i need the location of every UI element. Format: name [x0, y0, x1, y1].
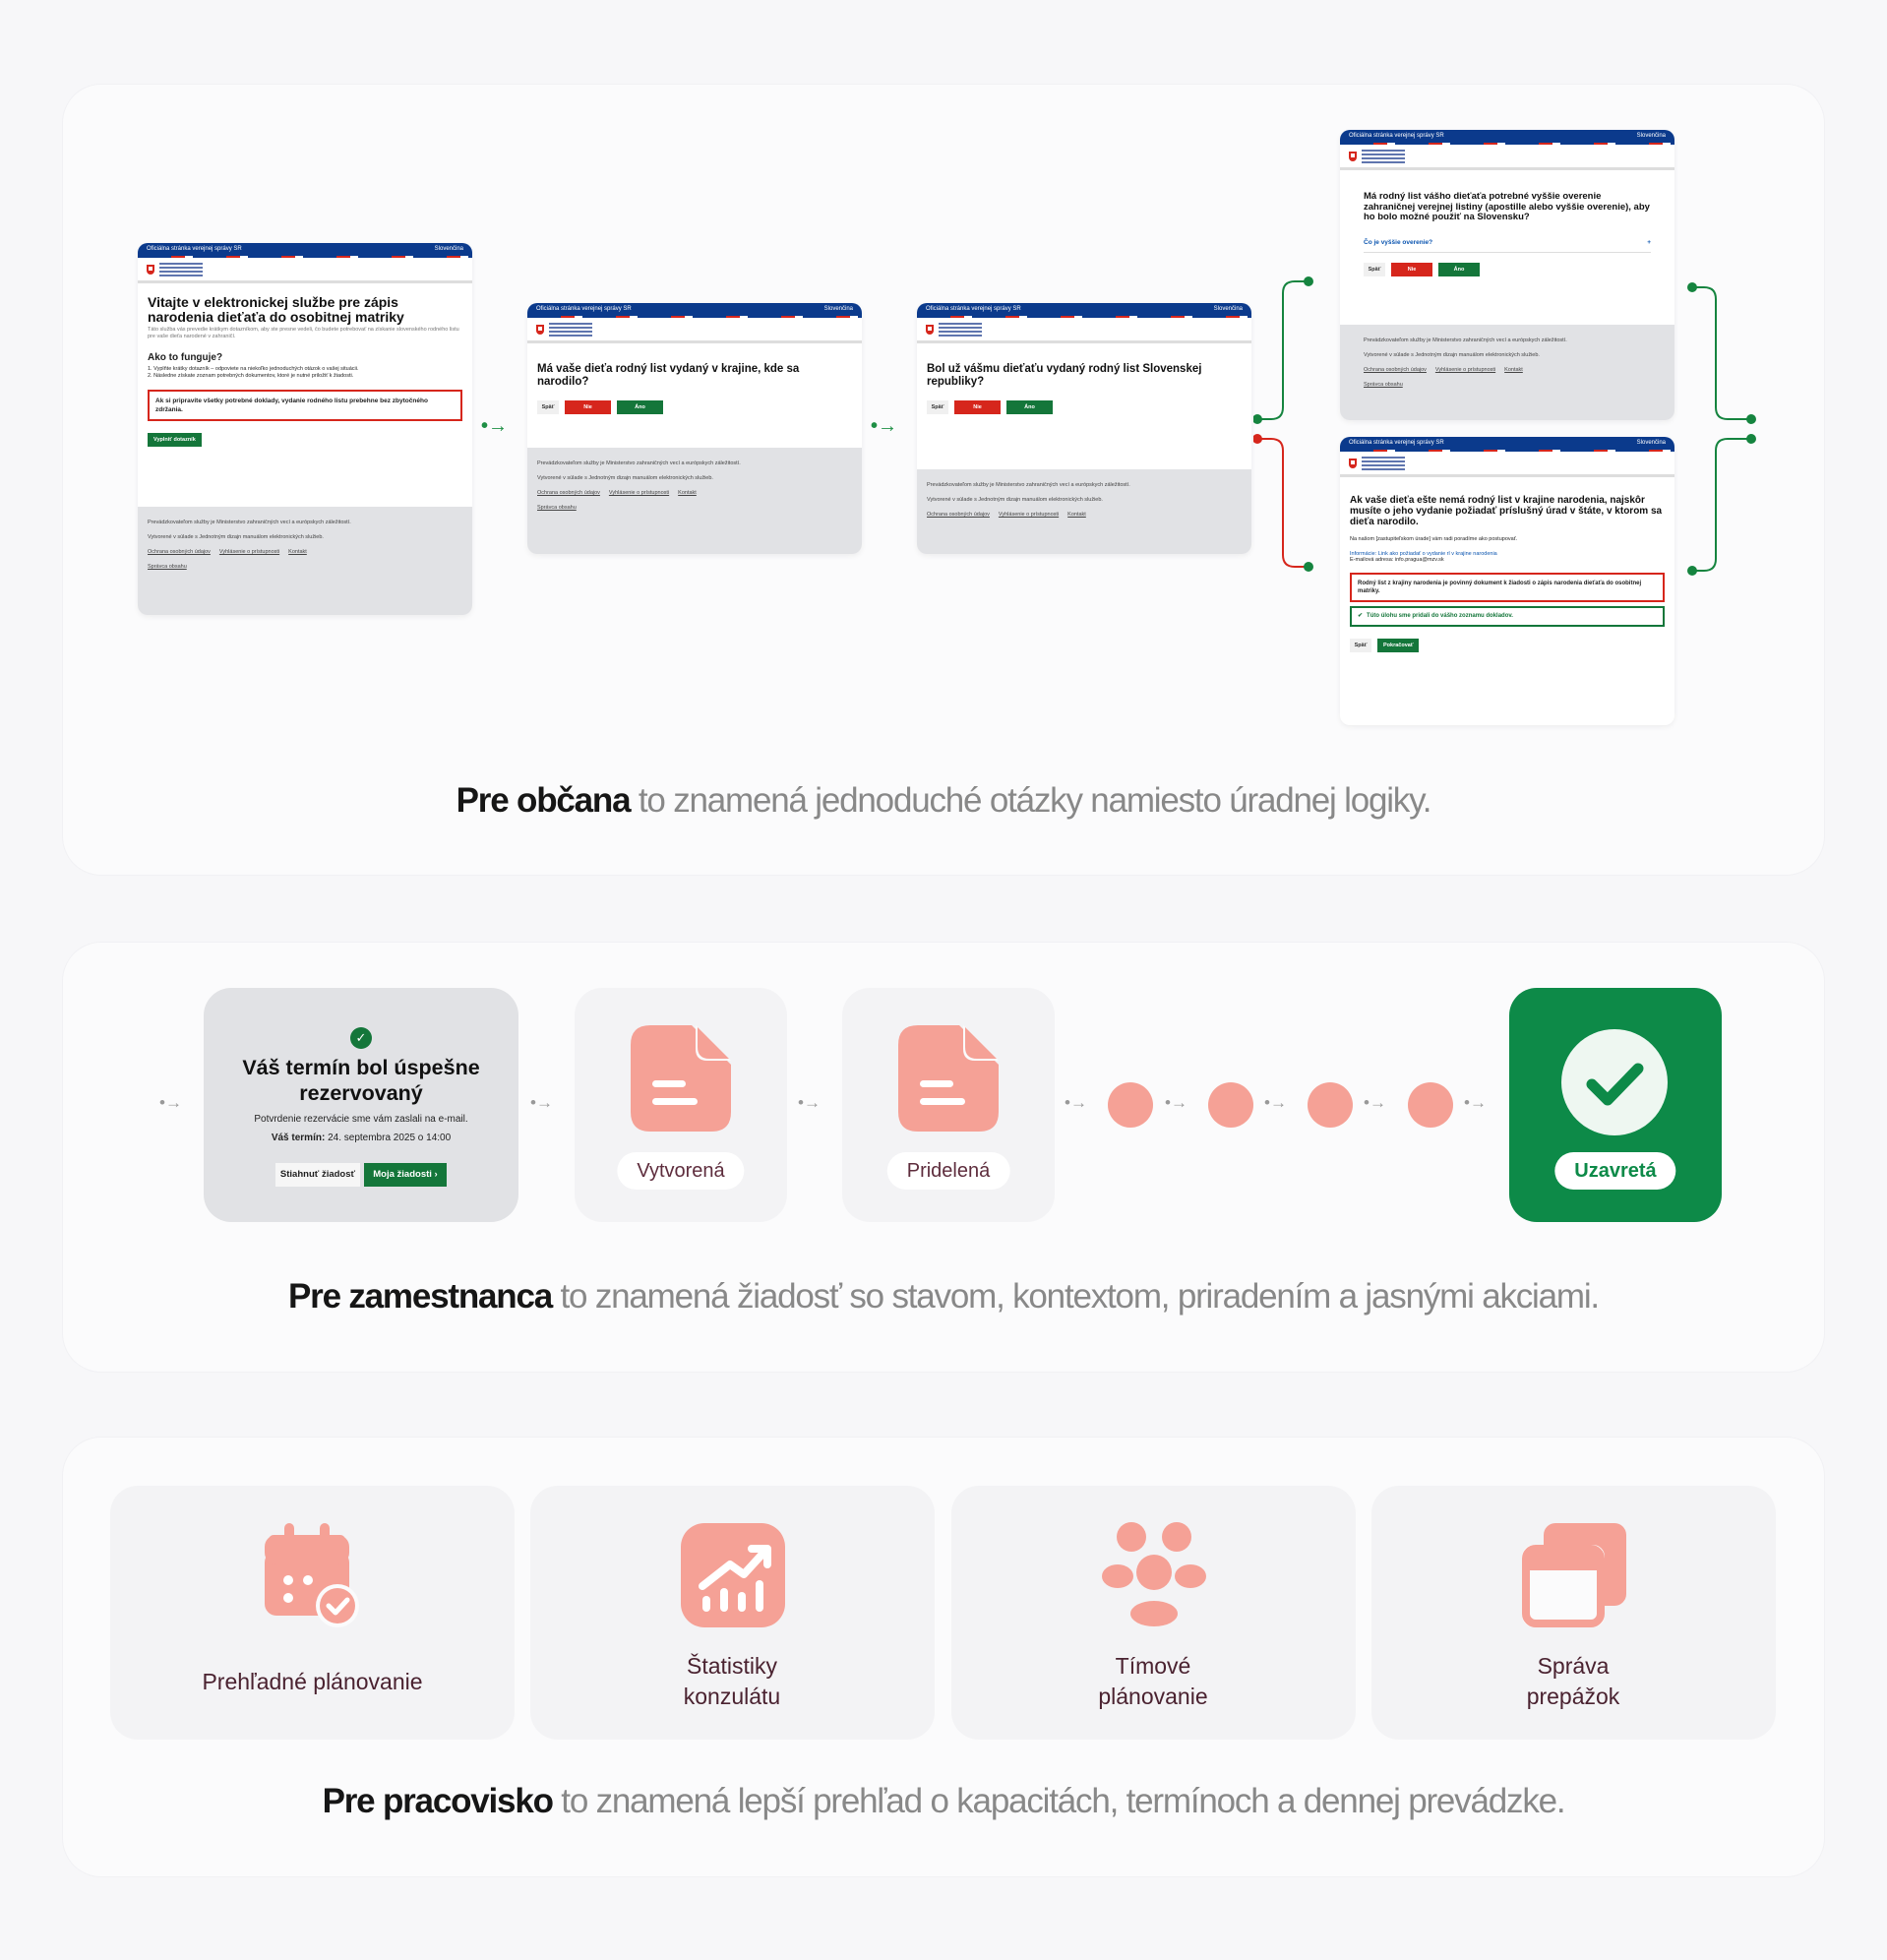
flow-arrow: •→ [798, 1093, 821, 1112]
yes-button[interactable]: Áno [1438, 262, 1480, 276]
fill-questionnaire-button[interactable]: Vyplniť dotazník [148, 433, 202, 447]
chart-trend-icon [680, 1523, 785, 1627]
feature-card-statistics: Štatistiky konzulátu [530, 1486, 935, 1740]
check-circle-icon [1561, 1029, 1668, 1135]
required-doc-warning: Rodný list z krajiny narodenia je povinn… [1350, 573, 1665, 602]
confirmation-card: ✓ Váš termín bol úspešne rezervovaný Pot… [204, 988, 518, 1222]
info-title: Ak vaše dieťa ešte nemá rodný list v kra… [1350, 495, 1663, 527]
no-button[interactable]: Nie [954, 400, 1001, 414]
workplace-panel: Prehľadné plánovanie Štatistiky konzulát… [62, 1437, 1825, 1877]
info-link[interactable]: Informácie: Link ako požiadať o vydanie … [1350, 551, 1497, 557]
back-button[interactable]: Späť [927, 400, 948, 414]
yes-button[interactable]: Áno [1006, 400, 1053, 414]
coat-of-arms-icon [147, 264, 154, 275]
task-added-message: Túto úlohu sme pridali do vášho zoznamu … [1367, 613, 1513, 619]
question-text: Má rodný list vášho dieťaťa potrebné vyš… [1364, 191, 1650, 222]
flow-arrow: •→ [871, 415, 898, 437]
feature-label-counters: Správa prepážok [1526, 1653, 1620, 1709]
state-assigned-label: Pridelená [886, 1152, 1010, 1190]
coat-of-arms-icon [1349, 151, 1357, 161]
footer: Prevádzkovateľom služby je Ministerstvo … [138, 507, 472, 615]
download-request-button[interactable]: Stiahnuť žiadosť [275, 1163, 360, 1187]
state-closed-label: Uzavretá [1554, 1152, 1676, 1190]
ministry-logo [159, 262, 203, 276]
feature-label-statistics: Štatistiky konzulátu [683, 1653, 781, 1709]
flow-arrow: •→ [1364, 1093, 1386, 1112]
merge-connectors [1687, 282, 1756, 576]
citizen-caption: Pre občana to znamená jednoduché otázky … [456, 781, 1432, 820]
back-button[interactable]: Späť [537, 400, 559, 414]
branch-connectors [1253, 276, 1313, 572]
flow-arrow: •→ [1464, 1093, 1487, 1112]
term-line: Váš termín: 24. septembra 2025 o 14:00 [271, 1133, 452, 1143]
welcome-intro: Táto služba vás prevedie krátkym dotazní… [148, 327, 459, 339]
flow-arrow: •→ [1065, 1093, 1087, 1112]
team-icon [1101, 1522, 1206, 1626]
state-assigned-card: Pridelená [842, 988, 1055, 1222]
info-email: E-mailová adresa: info.pragua@mzv.sk [1350, 557, 1444, 563]
progress-dot [1308, 1082, 1353, 1128]
question-text: Bol už vášmu dieťaťu vydaný rodný list S… [927, 363, 1202, 388]
document-icon [898, 1025, 999, 1132]
my-requests-button[interactable]: Moja žiadosti › [364, 1163, 447, 1187]
employee-caption: Pre zamestnanca to znamená žiadosť so st… [288, 1277, 1600, 1316]
step-1: 1. Vyplňte krátky dotazník – odpoviete n… [148, 366, 359, 372]
feature-label-team: Tímové plánovanie [1098, 1653, 1208, 1709]
continue-button[interactable]: Pokračovať [1377, 639, 1420, 652]
feature-card-planning: Prehľadné plánovanie [110, 1486, 515, 1740]
confirmation-title: Váš termín bol úspešne rezervovaný [242, 1056, 480, 1105]
progress-dot [1408, 1082, 1453, 1128]
state-closed-card: Uzavretá [1509, 988, 1722, 1222]
coat-of-arms-icon [1349, 458, 1357, 468]
employee-panel: •→ ✓ Váš termín bol úspešne rezervovaný … [62, 942, 1825, 1373]
question-text: Má vaše dieťa rodný list vydaný v krajin… [537, 363, 800, 388]
back-button[interactable]: Späť [1350, 639, 1371, 652]
no-button[interactable]: Nie [565, 400, 611, 414]
flow-arrow: •→ [1264, 1093, 1287, 1112]
state-created-card: Vytvorená [575, 988, 787, 1222]
flow-arrow: •→ [481, 415, 509, 437]
accordion[interactable]: Čo je vyššie overenie?+ [1364, 233, 1651, 253]
confirmation-subtitle: Potvrdenie rezervácie sme vám zaslali na… [254, 1114, 468, 1125]
coat-of-arms-icon [536, 324, 544, 335]
check-icon: ✔ [1358, 613, 1364, 619]
warning-box: Ak si pripravíte všetky potrebné doklady… [148, 390, 462, 421]
windows-icon [1521, 1523, 1626, 1627]
progress-dot [1108, 1082, 1153, 1128]
yes-button[interactable]: Áno [617, 400, 663, 414]
calendar-check-icon [264, 1523, 359, 1627]
check-circle-icon: ✓ [350, 1027, 372, 1049]
flow-arrow: •→ [159, 1093, 182, 1112]
feature-label-planning: Prehľadné plánovanie [202, 1669, 423, 1694]
workplace-caption: Pre pracovisko to znamená lepší prehľad … [322, 1782, 1566, 1820]
progress-dot [1208, 1082, 1253, 1128]
info-note: Na našom [zastupiteľskom úrade] vám radi… [1350, 536, 1518, 542]
how-heading: Ako to funguje? [148, 352, 223, 363]
feature-card-team: Tímové plánovanie [951, 1486, 1356, 1740]
flow-arrow: •→ [530, 1093, 553, 1112]
step-2: 2. Následne získate zoznam potrebných do… [148, 373, 354, 379]
coat-of-arms-icon [926, 324, 934, 335]
feature-card-counters: Správa prepážok [1371, 1486, 1776, 1740]
back-button[interactable]: Späť [1364, 262, 1385, 276]
state-created-label: Vytvorená [617, 1152, 745, 1190]
welcome-title: Vitajte v elektronickej službe pre zápis… [148, 294, 404, 325]
plus-icon: + [1647, 238, 1651, 246]
no-button[interactable]: Nie [1391, 262, 1432, 276]
document-icon [631, 1025, 731, 1132]
flow-arrow: •→ [1165, 1093, 1187, 1112]
